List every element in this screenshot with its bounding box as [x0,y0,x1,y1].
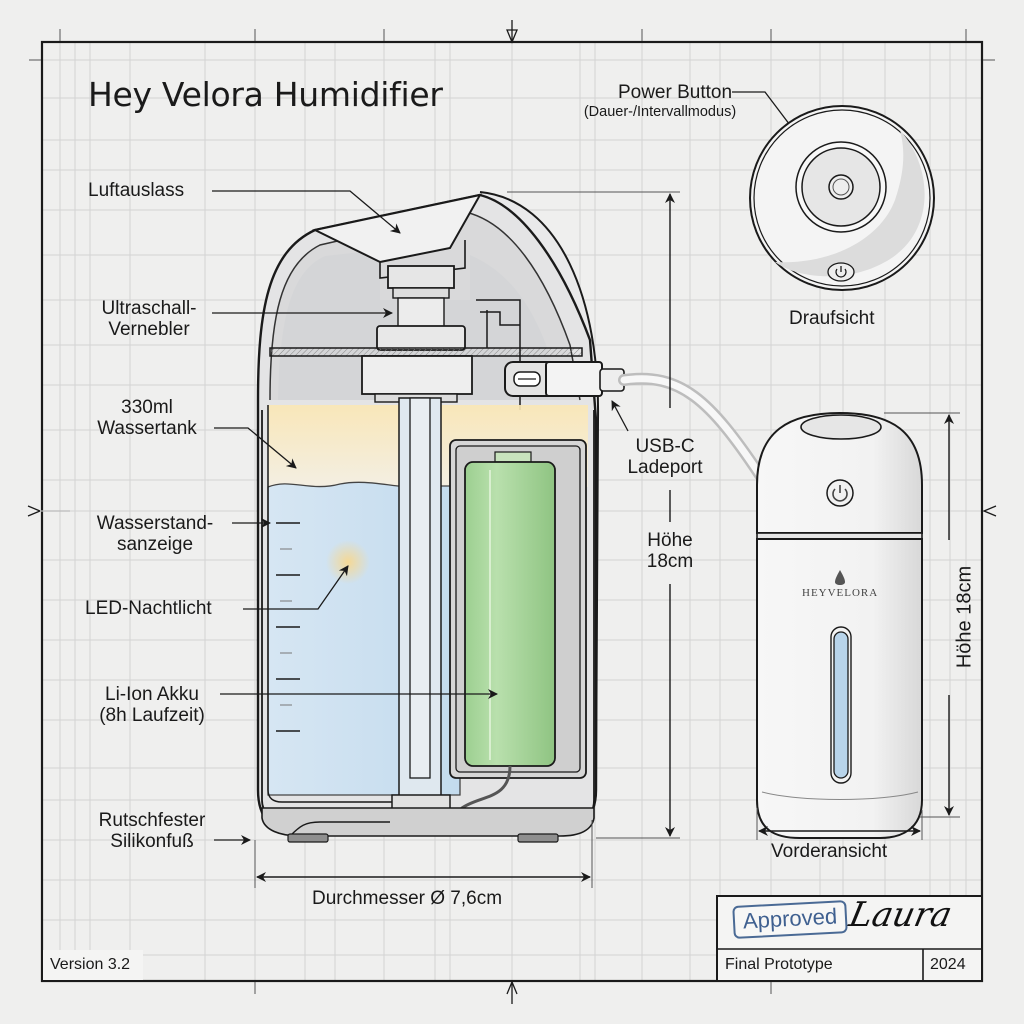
approved-stamp: Approved [732,900,848,939]
callout-water-level-line2: sanzeige [116,534,194,556]
li-ion-battery [464,461,556,767]
front-view [756,411,923,839]
frame-ticks [29,29,995,994]
callout-battery-line2: (8h Laufzeit) [99,705,205,727]
diameter-label: Durchmesser Ø 7,6cm [312,888,503,909]
front-view-cap [756,411,923,534]
callout-power-button-mode: (Dauer-/Intervallmodus) [583,104,737,121]
arrow-icon [243,565,349,610]
top-view-label: Draufsicht [789,308,875,329]
led-nightlight [326,540,370,584]
water-drop-icon [835,570,845,585]
callout-nebulizer: Ultraschall- Vernebler [85,298,213,341]
height-dimension [507,191,680,839]
callout-silicone-foot-line1: Rutschfester [98,810,206,831]
callout-tank: 330ml Wassertank [86,397,208,440]
callout-nebulizer-line1: Ultraschall- [101,298,197,319]
front-height-dimension [884,412,960,818]
height-label: Höhe 18cm [624,530,716,573]
version-label: Version 3.2 [50,956,131,973]
arrow-icon [214,427,297,469]
callout-power-button-label: Power Button [617,82,733,103]
diameter-dimension [254,820,593,888]
ultrasonic-nebulizer [387,265,455,289]
signature: Laura [845,895,956,935]
callout-usb-c-line1: USB-C [635,436,695,457]
page-title: Hey Velora Humidifier [88,75,443,114]
status-label: Final Prototype [725,956,833,973]
callout-usb-c: USB-C Ladeport [615,436,715,479]
version-box [43,950,143,980]
callout-usb-c-line2: Ladeport [627,457,703,479]
height-label-line2: 18cm [646,551,694,573]
callout-water-level-line1: Wasserstand- [96,513,214,534]
silicone-foot-right [517,833,559,843]
cross-section-view [256,191,766,843]
callout-silicone-foot: Rutschfester Silikonfuß [84,810,220,853]
silicone-foot-left [287,833,329,843]
callout-air-outlet: Luftauslass [88,180,185,201]
power-icon [826,479,854,507]
callout-tank-line1: 330ml [121,397,173,418]
power-icon [827,262,855,282]
front-view-label: Vorderansicht [771,841,888,862]
front-width-dimension [756,808,923,840]
top-view [749,105,935,291]
usb-c-port [504,361,625,397]
arrow-icon [212,190,401,234]
crosshair-icon [27,20,997,1004]
brand-label: HEYVELORA [802,587,879,599]
arrow-icon [611,400,629,432]
callout-tank-line2: Wassertank [97,418,197,440]
water-level-gauge [276,522,300,732]
title-block [716,895,983,982]
callout-power-button: Power Button (Dauer-/Intervallmodus) [560,82,760,121]
callout-battery: Li-Ion Akku (8h Laufzeit) [85,684,219,727]
callout-led: LED-Nachtlicht [85,598,212,619]
front-height-label: Höhe 18cm [953,565,976,669]
height-label-line1: Höhe [647,530,693,551]
callout-water-level: Wasserstand- sanzeige [82,513,228,556]
callout-battery-line1: Li-Ion Akku [105,684,199,705]
year-label: 2024 [930,956,966,973]
callout-nebulizer-line2: Vernebler [108,319,190,341]
callout-silicone-foot-line2: Silikonfuß [110,831,194,853]
